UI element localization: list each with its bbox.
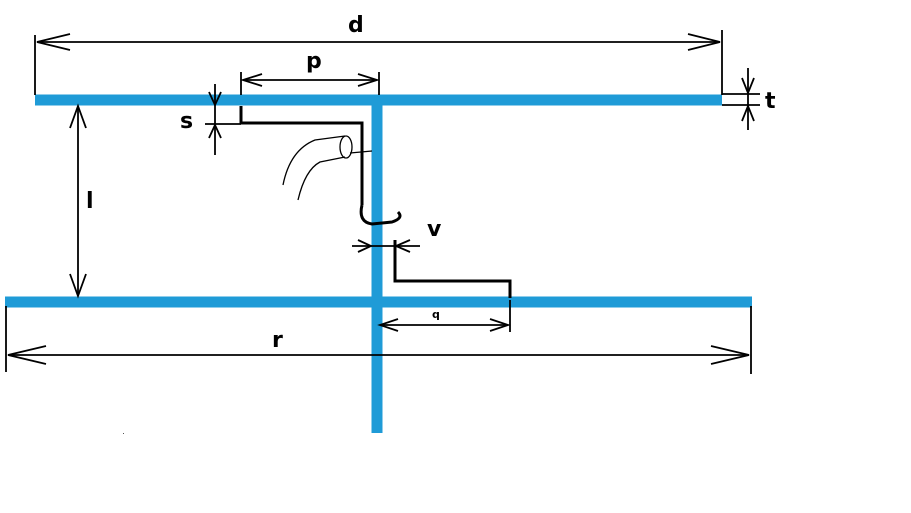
beams bbox=[5, 94, 752, 433]
label-t: t bbox=[765, 89, 776, 114]
l-arrow-bottom bbox=[69, 273, 87, 299]
hook bbox=[359, 204, 402, 226]
d-arrow-right bbox=[687, 33, 721, 51]
label-p: p bbox=[306, 49, 322, 74]
label-l: l bbox=[86, 189, 94, 214]
label-q: q bbox=[432, 308, 440, 321]
v-arrow-right bbox=[393, 239, 411, 253]
l-arrow-top bbox=[69, 103, 87, 129]
p-arrow-right bbox=[357, 73, 380, 87]
pipe-sketch-icon bbox=[282, 135, 373, 201]
t-arrow-top bbox=[741, 77, 755, 96]
p-arrow-left bbox=[240, 73, 263, 87]
label-d: d bbox=[348, 13, 364, 38]
lower-bracket bbox=[393, 240, 512, 298]
d-arrow-left bbox=[36, 33, 71, 51]
stray-dot bbox=[123, 433, 124, 434]
v-arrow-left bbox=[357, 239, 374, 253]
r-arrow-right bbox=[710, 345, 750, 365]
brackets bbox=[239, 106, 512, 298]
label-s: s bbox=[180, 109, 193, 134]
label-v: v bbox=[427, 217, 442, 242]
t-arrow-bottom bbox=[741, 103, 755, 122]
r-arrow-left bbox=[7, 345, 47, 365]
q-arrow-right bbox=[489, 318, 511, 332]
label-r: r bbox=[272, 328, 283, 353]
s-arrow-bottom bbox=[208, 122, 222, 139]
dimensions bbox=[5, 30, 760, 374]
upper-bracket bbox=[239, 106, 364, 205]
q-arrow-left bbox=[377, 318, 399, 332]
s-arrow-top bbox=[208, 91, 222, 108]
